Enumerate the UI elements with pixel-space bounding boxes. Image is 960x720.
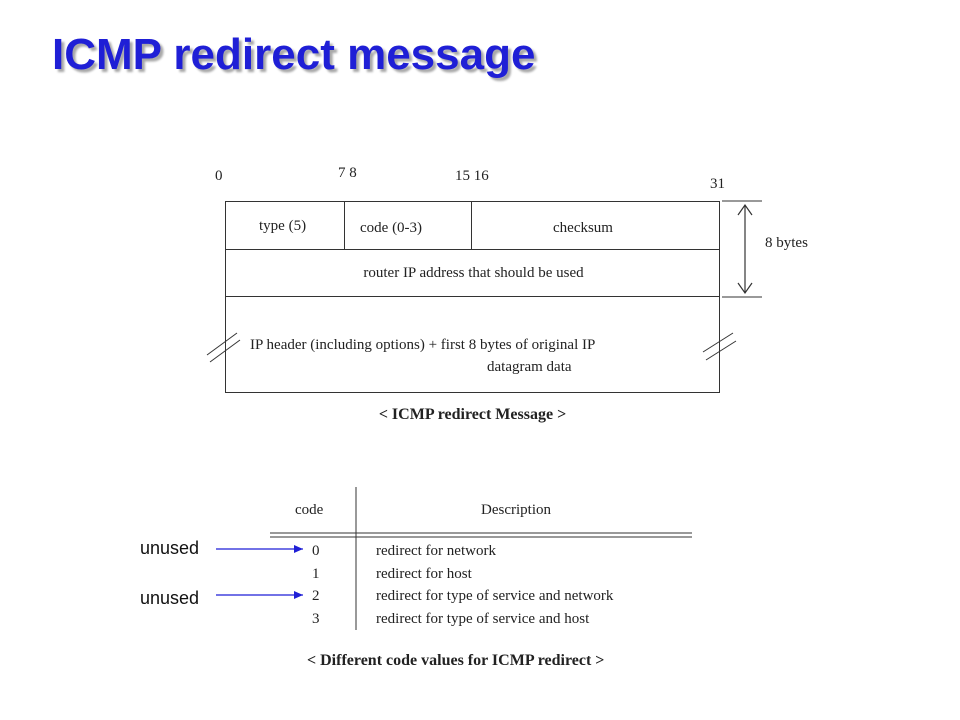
table-description-column: redirect for network redirect for host r… — [376, 540, 613, 630]
bit-label-7-8: 7 8 — [338, 165, 357, 181]
unused-annotation-2: unused — [140, 588, 200, 608]
table-row-description: redirect for network — [376, 543, 496, 559]
table-row-description: redirect for type of service and network — [376, 588, 614, 604]
field-code-label: code (0-3) — [360, 220, 423, 236]
table-header-code: code — [295, 502, 324, 518]
table-header-description: Description — [481, 502, 551, 518]
bit-label-31: 31 — [710, 176, 725, 192]
field-router-label: router IP address that should be used — [363, 265, 584, 281]
size-label: 8 bytes — [765, 235, 808, 251]
field-ip-header-line2: datagram data — [487, 359, 572, 375]
field-checksum-label: checksum — [553, 220, 613, 236]
table-row-code: 2 — [312, 588, 320, 604]
field-ip-header: IP header (including options) + first 8 … — [225, 296, 720, 393]
page-title: ICMP redirect message — [52, 30, 536, 79]
unused-annotation-1: unused — [140, 538, 200, 558]
table-row-description: redirect for host — [376, 565, 472, 582]
field-ip-header-line1: IP header (including options) + first 8 … — [250, 337, 596, 353]
field-code: code (0-3) — [344, 201, 472, 250]
table-row-code: 1 — [312, 565, 320, 582]
field-type: type (5) — [225, 201, 345, 250]
size-dimension — [722, 200, 762, 298]
table-row-code: 0 — [312, 543, 320, 559]
field-checksum: checksum — [471, 201, 720, 250]
table-row-code: 3 — [312, 610, 320, 627]
table-caption: < Different code values for ICMP redirec… — [307, 652, 605, 669]
message-caption: < ICMP redirect Message > — [378, 406, 567, 423]
bit-label-0: 0 — [215, 168, 223, 184]
table-row-description: redirect for type of service and host — [376, 610, 590, 627]
field-type-label: type (5) — [259, 218, 307, 234]
bit-label-15-16: 15 16 — [455, 168, 489, 184]
table-code-column: 0 1 2 3 — [312, 540, 320, 630]
field-router-address: router IP address that should be used — [225, 249, 720, 297]
